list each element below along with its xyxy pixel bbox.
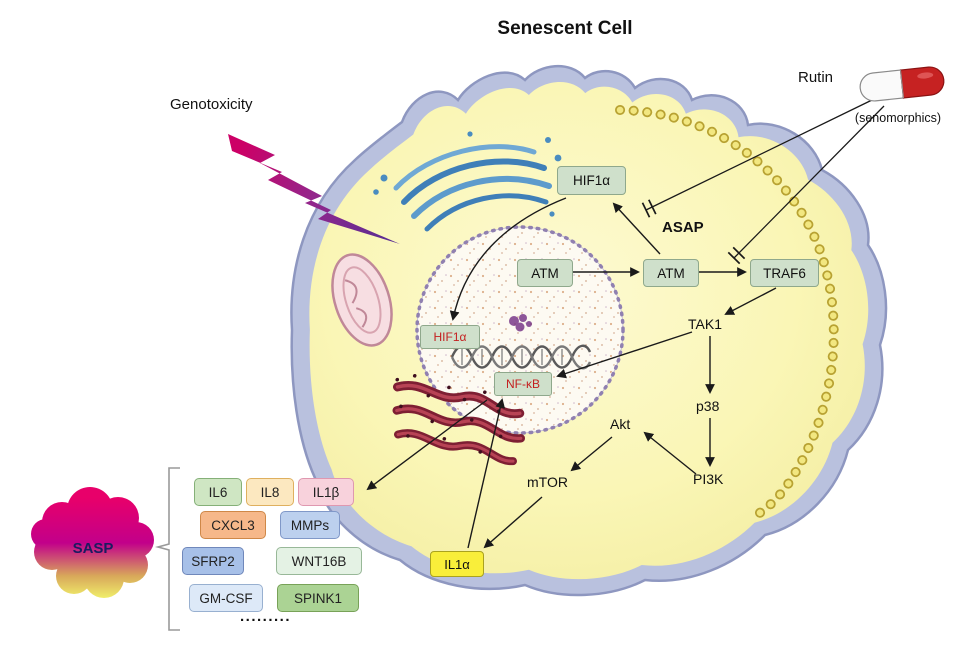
arrow-mtor-to-il1a <box>483 496 543 549</box>
membrane-beads <box>615 105 839 521</box>
arrow-traf6-to-tak1 <box>724 287 777 315</box>
sasp-factor-cxcl3: CXCL3 <box>200 511 266 539</box>
p38-label: p38 <box>696 398 720 414</box>
endoplasmic-reticulum-icon <box>392 373 525 466</box>
atm-cytoplasm-box: ATM <box>643 259 699 287</box>
arrow-hif1a-to-nucleus <box>449 197 567 321</box>
sasp-factor-spink1: SPINK1 <box>277 584 359 612</box>
sasp-more-dots: ......... <box>240 608 292 625</box>
atm-nucleus-box: ATM <box>517 259 573 287</box>
akt-label: Akt <box>610 416 631 432</box>
arrow-il1a-to-nfkb <box>467 398 506 549</box>
sasp-factor-wnt16b: WNT16B <box>276 547 362 575</box>
nuclear-envelope <box>415 225 625 435</box>
mitochondrion-icon <box>331 253 393 347</box>
nfkb-box: NF-κB <box>494 372 552 396</box>
sasp-factor-mmps: MMPs <box>280 511 340 539</box>
sasp-factor-gmcsf: GM-CSF <box>189 584 263 612</box>
mtor-label: mTOR <box>527 474 568 490</box>
rutin-inhibition-lines <box>641 99 885 265</box>
arrow-nfkb-to-sasp <box>366 399 488 491</box>
hif1a-nucleus-box: HIF1α <box>420 325 480 349</box>
sasp-factor-il8: IL8 <box>246 478 294 506</box>
tak1-label: TAK1 <box>688 316 722 332</box>
arrow-akt-to-mtor <box>570 436 613 472</box>
traf6-box: TRAF6 <box>750 259 819 287</box>
rutin-label: Rutin <box>798 69 834 86</box>
sasp-bracket <box>154 467 180 631</box>
chromatin-icon <box>509 314 532 332</box>
pill-capsule-icon <box>859 66 945 102</box>
rutin-line-to-traf6 <box>733 105 885 259</box>
asap-label: ASAP <box>662 219 704 236</box>
sasp-cloud <box>31 487 154 598</box>
dna-helix-icon <box>450 344 592 370</box>
lightning-bolt-icon <box>228 134 400 244</box>
arrow-pi3k-to-akt <box>643 431 697 475</box>
sasp-factor-sfrp2: SFRP2 <box>182 547 244 575</box>
golgi-apparatus-icon <box>373 131 565 232</box>
diagram-title: Senescent Cell <box>497 18 633 39</box>
arrow-atm-to-hif1a-asap <box>612 202 661 255</box>
hif1a-cytoplasm-box: HIF1α <box>557 166 626 195</box>
sasp-factor-il6: IL6 <box>194 478 242 506</box>
sasp-factor-il1b: IL1β <box>298 478 354 506</box>
il1a-box: IL1α <box>430 551 484 577</box>
senomorphics-label: (senomorphics) <box>854 111 942 125</box>
pathway-arrows <box>366 197 777 549</box>
rutin-line-to-asap <box>645 99 873 211</box>
arrow-tak1-to-nfkb <box>556 331 693 379</box>
pi3k-label: PI3K <box>693 471 724 487</box>
genotoxicity-label: Genotoxicity <box>170 96 253 113</box>
sasp-label: SASP <box>72 540 114 557</box>
